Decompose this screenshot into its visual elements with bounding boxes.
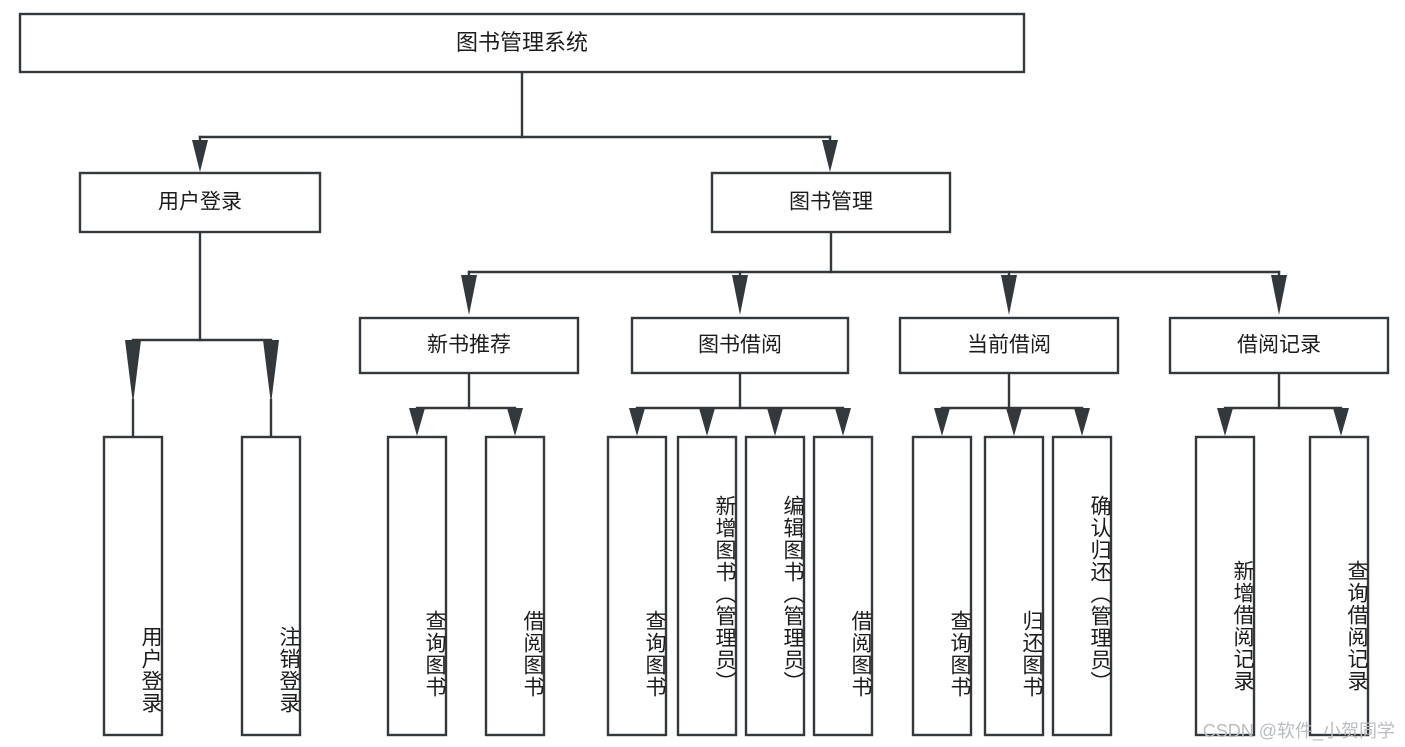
node-book-borrow[interactable]: 图书借阅 — [630, 316, 850, 375]
node-new-book-rec-box[interactable] — [358, 316, 580, 375]
node-root[interactable]: 图书管理系统 — [18, 12, 1026, 74]
arrow-head-borrow-record — [1271, 275, 1287, 315]
node-root-box[interactable] — [18, 12, 1026, 74]
arrow-head-leaf-query-book-1 — [409, 408, 425, 436]
node-borrow-record-label: 借阅记录 — [1237, 334, 1321, 357]
arrow-head-leaf-return-book — [1006, 408, 1022, 436]
arrow-head-leaf-add-book — [699, 408, 715, 436]
leaf-box-query-record[interactable] — [1308, 435, 1370, 737]
arrow-head-leaf-query-book-3 — [934, 408, 950, 436]
node-book-manage-box[interactable] — [710, 171, 952, 234]
leaf-box-logout[interactable] — [240, 435, 302, 737]
leaf-box-edit-book[interactable] — [744, 435, 806, 737]
node-borrow-record[interactable]: 借阅记录 — [1168, 316, 1390, 375]
leaf-box-add-record[interactable] — [1194, 435, 1256, 737]
leaf-box-user-login[interactable] — [102, 435, 164, 737]
node-user-login-box[interactable] — [78, 171, 322, 234]
arrow-head-leaf-logout — [263, 340, 279, 404]
arrow-head-leaf-edit-book — [767, 408, 783, 436]
arrow-head-leaf-borrow-book-1 — [507, 408, 523, 436]
leaf-box-confirm-return[interactable] — [1051, 435, 1113, 737]
arrow-head-user-login — [192, 140, 208, 172]
node-new-book-rec[interactable]: 新书推荐 — [358, 316, 580, 375]
arrow-head-leaf-user-login — [125, 340, 141, 404]
arrow-head-leaf-borrow-book-2 — [835, 408, 851, 436]
leaf-box-query-book-2[interactable] — [606, 435, 668, 737]
connector-group-book-manage — [461, 230, 1287, 315]
connector-group-book-borrow — [629, 371, 851, 436]
node-borrow-record-box[interactable] — [1168, 316, 1390, 375]
node-book-borrow-label: 图书借阅 — [698, 334, 782, 357]
connector-group-root — [192, 70, 838, 172]
node-user-login[interactable]: 用户登录 — [78, 171, 322, 234]
arrow-head-new-book-rec — [461, 275, 477, 315]
arrow-head-leaf-query-book-2 — [629, 408, 645, 436]
arrow-head-book-manage — [822, 140, 838, 172]
node-book-manage[interactable]: 图书管理 — [710, 171, 952, 234]
node-new-book-rec-label: 新书推荐 — [427, 334, 511, 357]
connector-group-new-book-rec — [409, 371, 523, 436]
node-book-manage-label: 图书管理 — [789, 191, 873, 214]
node-current-borrow-label: 当前借阅 — [967, 334, 1051, 357]
arrow-head-leaf-add-record — [1217, 408, 1233, 436]
connector-group-user-login — [125, 230, 279, 438]
connector-group-borrow-record — [1217, 371, 1349, 436]
arrow-head-leaf-query-record — [1333, 408, 1349, 436]
leaf-box-query-book-3[interactable] — [911, 435, 973, 737]
node-book-borrow-box[interactable] — [630, 316, 850, 375]
connector-group-current-borrow — [934, 371, 1090, 436]
leaf-box-add-book[interactable] — [676, 435, 738, 737]
arrow-head-book-borrow — [732, 275, 748, 315]
csdn-watermark: CSDN @软件_小贺同学 — [1202, 721, 1395, 741]
node-current-borrow-box[interactable] — [898, 316, 1120, 375]
arrow-head-current-borrow — [1001, 275, 1017, 315]
arrow-head-leaf-confirm-return — [1074, 408, 1090, 436]
leaf-box-return-book[interactable] — [983, 435, 1045, 737]
leaf-box-query-book-1[interactable] — [386, 435, 448, 737]
leaf-box-borrow-book-2[interactable] — [812, 435, 874, 737]
node-root-label: 图书管理系统 — [456, 30, 588, 55]
leaf-box-borrow-book-1[interactable] — [484, 435, 546, 737]
node-current-borrow[interactable]: 当前借阅 — [898, 316, 1120, 375]
node-user-login-label: 用户登录 — [158, 191, 242, 214]
